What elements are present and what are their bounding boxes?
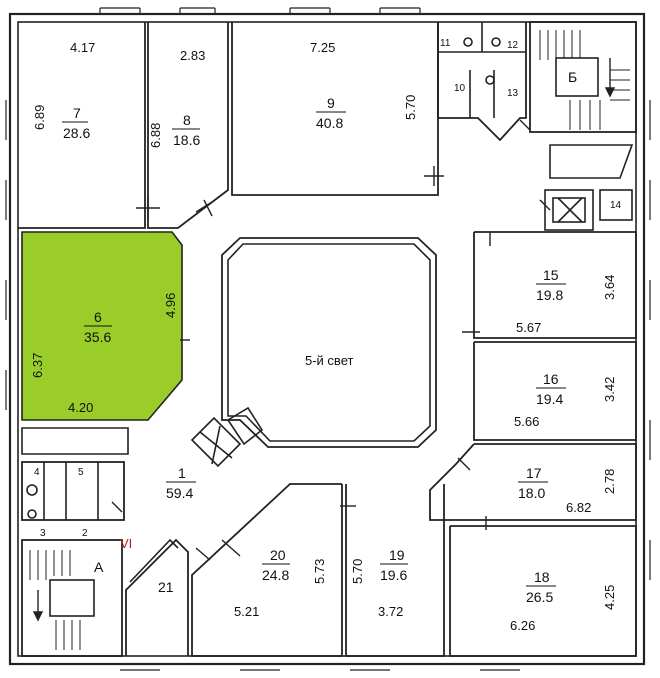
room-6: 4.96 6.37 4.20 6 35.6 (21, 231, 183, 421)
room-18-number: 18 (534, 569, 550, 585)
room-15-number: 15 (543, 267, 559, 283)
room-19: 19 19.6 5.70 3.72 (345, 484, 445, 657)
room-20-number: 20 (270, 547, 286, 563)
room-7: 4.17 6.89 7 28.6 (18, 22, 146, 229)
room-19-bottom-dim: 3.72 (378, 604, 403, 619)
stair-arrows (32, 58, 616, 622)
room-20-area: 24.8 (262, 567, 289, 583)
door-marks (111, 119, 551, 561)
room-8-side-dim: 6.88 (148, 123, 163, 148)
staircase-b: Б (529, 21, 637, 133)
room-21-number: 21 (158, 579, 174, 595)
room-17-side-dim: 2.78 (602, 469, 617, 494)
elevator-core (190, 406, 264, 468)
room-19-area: 19.6 (380, 567, 407, 583)
room-16: 16 19.4 3.42 5.66 (473, 341, 637, 441)
room-18-area: 26.5 (526, 589, 553, 605)
room-17-number: 17 (526, 465, 542, 481)
room-3-number: 3 (40, 528, 46, 539)
room-16-area: 19.4 (536, 391, 563, 407)
wc-block-bottom: 4 5 3 2 (21, 461, 125, 539)
room-6-balcony-shape (21, 427, 129, 455)
atrium-label: 5-й свет (305, 353, 353, 368)
stair-a-label: А (94, 559, 104, 575)
room-17-bottom-dim: 6.82 (566, 500, 591, 515)
room-19-side-dim: 5.70 (350, 559, 365, 584)
room-6-right-dim: 4.96 (163, 293, 178, 318)
room-21: 21 (125, 538, 189, 656)
stair-b-label: Б (568, 69, 577, 85)
room-17: 17 18.0 2.78 6.82 (429, 443, 637, 521)
room-12-number: 12 (507, 40, 519, 51)
room-13-number: 13 (507, 88, 519, 99)
room-6-area: 35.6 (84, 329, 111, 345)
room-1-area: 59.4 (166, 485, 193, 501)
room-2-number: 2 (82, 528, 88, 539)
room-16-side-dim: 3.42 (602, 377, 617, 402)
room-20: 20 24.8 5.73 5.21 (191, 483, 343, 657)
room-5-number: 5 (78, 467, 84, 478)
room-16-number: 16 (543, 371, 559, 387)
corridor-right-strip: 14 (544, 144, 634, 231)
atrium: 5-й свет (221, 237, 437, 448)
room-14-number: 14 (610, 200, 622, 211)
room-7-number: 7 (73, 105, 81, 121)
room-6-left-dim: 6.37 (30, 353, 45, 378)
room-8-area: 18.6 (173, 132, 200, 148)
window-marks (5, 7, 651, 671)
room-20-side-dim: 5.73 (312, 559, 327, 584)
wc-block-top: 11 12 10 13 (437, 22, 527, 142)
room-18: 18 26.5 4.25 6.26 (449, 525, 637, 657)
room-8-number: 8 (183, 112, 191, 128)
room-4-number: 4 (34, 467, 40, 478)
room-9-top-dim: 7.25 (310, 40, 335, 55)
room-6-bottom-dim: 4.20 (68, 400, 93, 415)
room-15-area: 19.8 (536, 287, 563, 303)
room-7-area: 28.6 (63, 125, 90, 141)
room-16-bottom-dim: 5.66 (514, 414, 539, 429)
room-7-top-dim: 4.17 (70, 40, 95, 55)
room-9-side-dim: 5.70 (403, 95, 418, 120)
room-17-area: 18.0 (518, 485, 545, 501)
room-15-side-dim: 3.64 (602, 275, 617, 300)
room-9-number: 9 (327, 95, 335, 111)
section-mark: VI (120, 536, 132, 551)
room-11-number: 11 (440, 38, 451, 49)
staircase-a: А (21, 539, 123, 657)
corridor-1: 1 59.4 (166, 465, 196, 501)
room-18-bottom-dim: 6.26 (510, 618, 535, 633)
room-15-bottom-dim: 5.67 (516, 320, 541, 335)
room-19-number: 19 (389, 547, 405, 563)
room-10-number: 10 (454, 83, 466, 94)
room-20-bottom-dim: 5.21 (234, 604, 259, 619)
room-8: 2.83 6.88 8 18.6 (147, 22, 229, 229)
room-6-number: 6 (94, 309, 102, 325)
room-18-side-dim: 4.25 (602, 585, 617, 610)
room-7-side-dim: 6.89 (32, 105, 47, 130)
room-1-number: 1 (178, 465, 186, 481)
room-8-top-dim: 2.83 (180, 48, 205, 63)
room-15: 15 19.8 3.64 5.67 (473, 231, 637, 339)
room-9-area: 40.8 (316, 115, 343, 131)
